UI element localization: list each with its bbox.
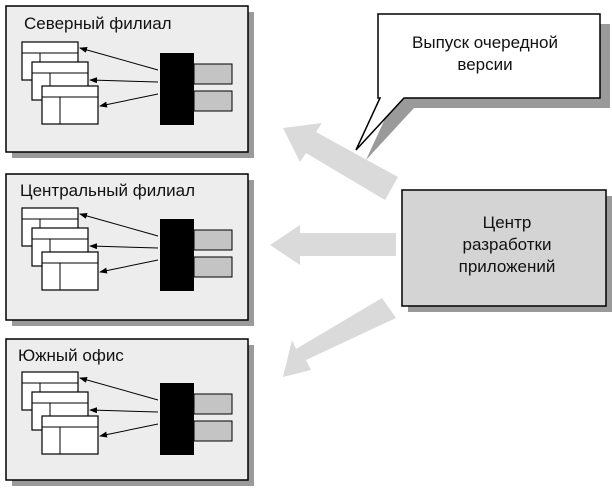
callout-line-2: версии xyxy=(457,55,513,74)
south-server xyxy=(160,383,233,455)
south-client-windows xyxy=(21,371,99,455)
branch-south-title: Южный офис xyxy=(18,346,124,365)
branch-central-title: Центральный филиал xyxy=(20,181,195,200)
dev-center-text: Центр разработки приложений xyxy=(404,212,610,278)
dev-center-line-1: Центр xyxy=(482,213,532,232)
callout-text: Выпуск очередной версии xyxy=(382,32,588,76)
central-client-windows xyxy=(21,207,99,291)
branch-north-title: Северный филиал xyxy=(24,14,172,33)
arrow-to-north-branch xyxy=(283,123,398,200)
dev-center-line-3: приложений xyxy=(458,257,556,276)
release-callout xyxy=(355,13,610,160)
arrow-to-south-branch xyxy=(283,298,396,377)
south-server-links xyxy=(79,377,159,438)
distribution-arrows xyxy=(270,123,398,377)
central-server xyxy=(160,219,233,291)
north-server-links xyxy=(79,47,159,108)
dev-center-line-2: разработки xyxy=(462,235,552,254)
callout-line-1: Выпуск очередной xyxy=(412,33,558,52)
north-client-windows xyxy=(21,41,99,125)
arrow-to-central-branch xyxy=(270,225,396,265)
central-server-links xyxy=(79,213,159,274)
north-server xyxy=(160,53,233,125)
dev-center-box xyxy=(401,189,612,312)
